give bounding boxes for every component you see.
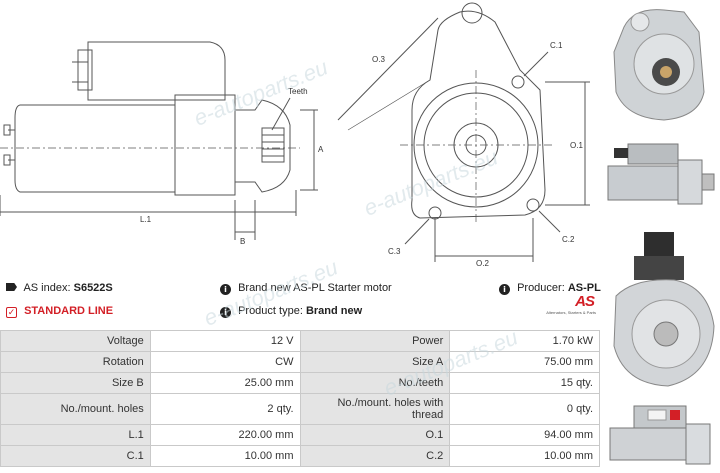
spec-key: C.1 — [0, 445, 151, 467]
tag-icon — [6, 283, 17, 291]
spec-key: O.1 — [299, 424, 451, 446]
product-type-value: Brand new — [305, 305, 363, 317]
starter-photo-flange[interactable] — [604, 226, 718, 396]
dimension-c1-label: C.1 — [550, 41, 563, 50]
dimension-l1-label: L.1 — [140, 215, 152, 224]
spec-value: 220.00 mm — [149, 424, 301, 446]
standard-line-badge: ✓ STANDARD LINE — [6, 305, 114, 318]
table-row: L.1 220.00 mm O.1 94.00 mm — [0, 424, 600, 446]
as-index-value: S6522S — [73, 282, 113, 294]
as-index: AS index: S6522S — [6, 280, 113, 296]
producer: i Producer: AS-PL — [499, 280, 601, 296]
spec-key: No./teeth — [299, 372, 451, 394]
dimension-c2-label: C.2 — [562, 235, 575, 244]
spec-key: Size A — [299, 351, 451, 373]
producer-value: AS-PL — [567, 282, 601, 294]
spec-key: Voltage — [0, 330, 151, 352]
spec-key: L.1 — [0, 424, 151, 446]
spec-value: 1.70 kW — [449, 330, 600, 352]
info-icon: i — [220, 284, 231, 295]
spec-key: No./mount. holes with thread — [299, 393, 451, 425]
checkbox-icon: ✓ — [6, 307, 17, 318]
as-pl-logo: AS Alternators, Starters & Parts — [546, 293, 596, 316]
spec-value: 15 qty. — [449, 372, 600, 394]
dimension-o2-label: O.2 — [476, 259, 489, 268]
spec-value: CW — [149, 351, 301, 373]
spec-key: Power — [299, 330, 451, 352]
spec-value: 94.00 mm — [449, 424, 600, 446]
product-info: AS index: S6522S i Brand new AS-PL Start… — [0, 276, 601, 328]
spec-value: 75.00 mm — [449, 351, 600, 373]
product-type: i Product type: Brand new — [220, 303, 362, 319]
dimension-b-label: B — [240, 237, 245, 246]
dimension-c3-label: C.3 — [388, 247, 401, 256]
table-row: Rotation CW Size A 75.00 mm — [0, 351, 600, 373]
spec-key: Size B — [0, 372, 151, 394]
spec-value: 10.00 mm — [149, 445, 301, 467]
table-row: Size B 25.00 mm No./teeth 15 qty. — [0, 372, 600, 394]
teeth-label: Teeth — [288, 87, 308, 96]
technical-drawing: Teeth A B L.1 O.1 O.2 O.3 C.1 C.2 C.3 — [0, 2, 590, 268]
starter-photo-label[interactable] — [604, 398, 718, 470]
spec-value: 2 qty. — [149, 393, 301, 425]
spec-key: Rotation — [0, 351, 151, 373]
spec-key: C.2 — [299, 445, 451, 467]
photo-gallery — [600, 0, 720, 473]
info-icon: i — [220, 307, 231, 318]
starter-photo-side[interactable] — [604, 136, 718, 216]
spec-key: No./mount. holes — [0, 393, 151, 425]
dimension-a-label: A — [318, 145, 324, 154]
dimension-o1-label: O.1 — [570, 141, 583, 150]
table-row: No./mount. holes 2 qty. No./mount. holes… — [0, 393, 600, 425]
info-icon: i — [499, 284, 510, 295]
spec-value: 0 qty. — [449, 393, 600, 425]
table-row: C.1 10.00 mm C.2 10.00 mm — [0, 445, 600, 467]
description: i Brand new AS-PL Starter motor — [220, 280, 392, 296]
spec-value: 10.00 mm — [449, 445, 600, 467]
spec-value: 25.00 mm — [149, 372, 301, 394]
spec-value: 12 V — [149, 330, 301, 352]
table-row: Voltage 12 V Power 1.70 kW — [0, 330, 600, 352]
dimension-o3-label: O.3 — [372, 55, 385, 64]
starter-photo-front[interactable] — [604, 2, 718, 128]
specs-table: Voltage 12 V Power 1.70 kW Rotation CW S… — [0, 330, 600, 467]
